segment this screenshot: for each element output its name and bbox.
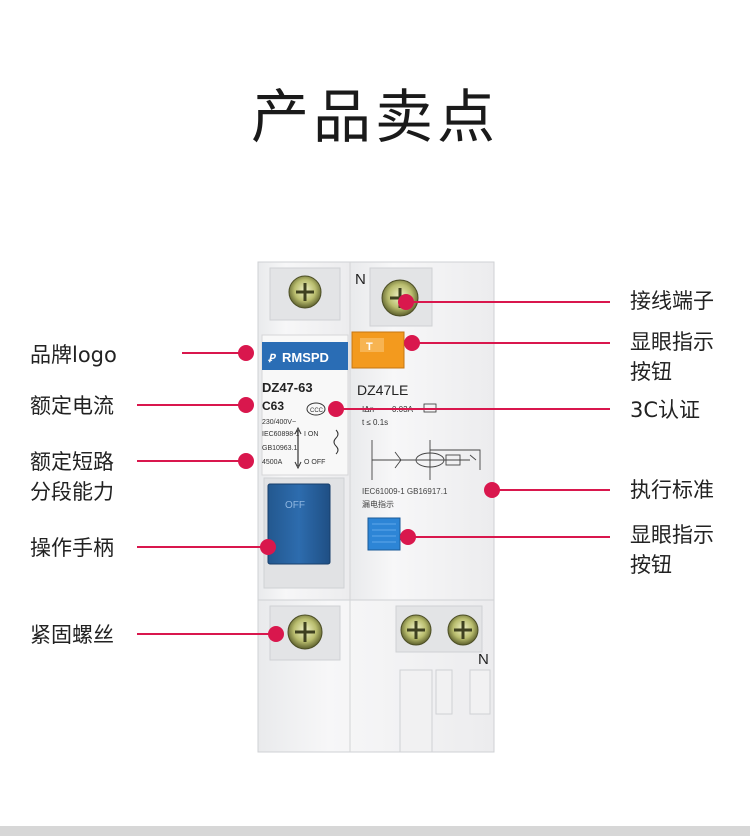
callout-line-3c xyxy=(340,408,610,410)
left-standard-1-text: IEC60898-1 xyxy=(262,431,299,438)
callout-operating-handle: 操作手柄 xyxy=(30,536,114,560)
test-button-glyph: T xyxy=(366,341,373,353)
left-model-text: DZ47-63 xyxy=(262,380,313,395)
terminal-n-bottom: N xyxy=(478,651,489,668)
callout-indicator-line2: 按钮 xyxy=(630,553,672,577)
callout-dot-rated-current xyxy=(238,397,254,413)
leak-indicator-text: 漏电指示 xyxy=(362,499,394,509)
callout-test-line2: 按钮 xyxy=(630,360,672,384)
svg-text:Ꝑ: Ꝑ xyxy=(268,353,277,365)
callout-line-rated-current xyxy=(137,404,245,406)
callout-line-standard xyxy=(496,489,610,491)
callout-indicator-button: 显眼指示 按钮 xyxy=(630,520,714,580)
callout-dot-handle xyxy=(260,539,276,555)
left-standard-2-text: GB10963.1 xyxy=(262,445,298,452)
callout-line-handle xyxy=(137,546,267,548)
left-voltage-text: 230/400V~ xyxy=(262,419,296,426)
callout-line-brand xyxy=(182,352,244,354)
callout-dot-indicator xyxy=(400,529,416,545)
callout-dot-standard xyxy=(484,482,500,498)
brand-band xyxy=(262,342,348,370)
callout-rated-current: 额定电流 xyxy=(30,394,114,418)
handle-off-text: OFF xyxy=(285,500,305,511)
callout-line-test-button xyxy=(416,342,610,344)
left-rating-text: C63 xyxy=(262,399,284,413)
right-standard-text: IEC61009-1 GB16917.1 xyxy=(362,487,448,496)
on-text: I ON xyxy=(304,431,318,438)
wiring-schematic xyxy=(371,440,481,480)
terminal-n-top: N xyxy=(355,271,366,288)
callout-breaking-line2: 分段能力 xyxy=(30,480,114,504)
callout-dot-terminal xyxy=(398,294,414,310)
left-breaking-text: 4500A xyxy=(262,459,283,466)
callout-dot-screw xyxy=(268,626,284,642)
brand-text: RMSPD xyxy=(282,350,329,365)
callout-terminal: 接线端子 xyxy=(630,289,714,313)
right-model-text: DZ47LE xyxy=(357,382,408,398)
page-title: 产品卖点 xyxy=(250,83,499,151)
callout-indicator-line1: 显眼指示 xyxy=(630,523,714,547)
bottom-divider xyxy=(0,826,750,836)
callout-dot-test-button xyxy=(404,335,420,351)
callout-line-screw xyxy=(137,633,273,635)
bottom-screw-right-b xyxy=(447,614,479,646)
callout-dot-breaking xyxy=(238,453,254,469)
callout-line-breaking xyxy=(137,460,245,462)
callout-fastening-screw: 紧固螺丝 xyxy=(30,623,114,647)
callout-3c-cert: 3C认证 xyxy=(630,398,701,422)
callout-test-line1: 显眼指示 xyxy=(630,330,714,354)
bottom-screw-right-a xyxy=(400,614,432,646)
callout-dot-brand xyxy=(238,345,254,361)
callout-breaking-line1: 额定短路 xyxy=(30,450,114,474)
callout-line-terminal xyxy=(410,301,610,303)
callout-breaking-capacity: 额定短路 分段能力 xyxy=(30,447,114,507)
ccc-mark: CCC xyxy=(306,402,326,416)
bottom-screw-left xyxy=(287,614,323,650)
ccc-text: CCC xyxy=(310,408,324,414)
callout-standard: 执行标准 xyxy=(630,478,714,502)
callout-brand-logo: 品牌logo xyxy=(30,343,117,367)
callout-line-indicator xyxy=(412,536,610,538)
operating-handle xyxy=(267,483,331,565)
callout-test-button: 显眼指示 按钮 xyxy=(630,327,714,387)
right-time-text: t ≤ 0.1s xyxy=(362,418,388,427)
off-text: O OFF xyxy=(304,459,325,466)
leak-indicator-button xyxy=(367,517,401,551)
callout-dot-3c xyxy=(328,401,344,417)
top-screw-left xyxy=(288,275,322,309)
